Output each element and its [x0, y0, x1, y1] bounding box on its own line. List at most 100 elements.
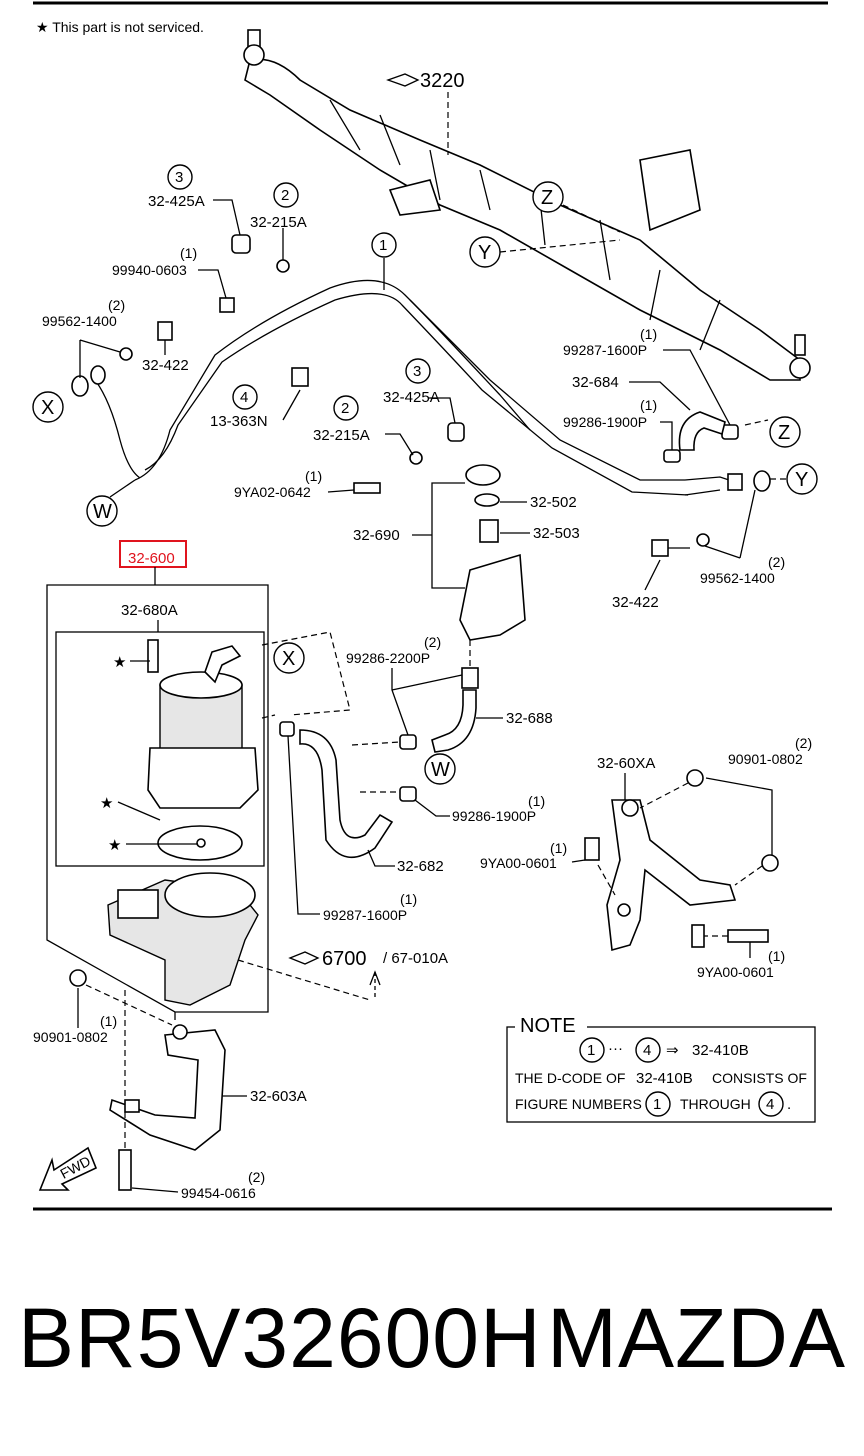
hose-32-684[interactable] — [678, 411, 726, 451]
svg-text:CONSISTS OF: CONSISTS OF — [712, 1070, 807, 1086]
callout-3220[interactable]: 3220 — [420, 70, 465, 92]
steering-gear-pointer-icon — [386, 73, 420, 87]
footer: BR5V32600H MAZDA — [0, 1290, 864, 1410]
label-32-690[interactable]: 32-690 — [353, 527, 400, 544]
callout-67-010A[interactable]: / 67-010A — [383, 950, 448, 967]
label-99287-1600P-a[interactable]: 99287-1600P — [563, 342, 647, 358]
clamp-32-425A-b[interactable] — [447, 422, 465, 442]
callout-6700[interactable]: 6700 — [322, 948, 367, 970]
highlight-box-32-600[interactable] — [119, 540, 187, 568]
circle-z-a — [532, 181, 564, 213]
nut-90901-0802-b[interactable] — [69, 969, 87, 987]
svg-text:(1): (1) — [305, 468, 322, 484]
label-32-600[interactable]: 32-600 — [128, 550, 175, 567]
svg-text:THROUGH: THROUGH — [680, 1096, 751, 1112]
pressure-hose-assembly[interactable] — [94, 279, 689, 496]
motor-subassembly-frame — [55, 631, 265, 867]
clamp-99286-1900P-b[interactable] — [399, 786, 417, 802]
reservoir-32-690[interactable] — [459, 553, 526, 641]
label-32-215A-b[interactable]: 32-215A — [313, 427, 370, 444]
bracket-32-603A[interactable] — [109, 1024, 226, 1151]
label-99562-1400-a[interactable]: 99562-1400 — [42, 313, 117, 329]
label-32-680A[interactable]: 32-680A — [121, 602, 178, 619]
nut-90901-0802-a[interactable] — [686, 769, 704, 787]
clamp-32-425A-a[interactable] — [231, 234, 251, 254]
label-99454-0616[interactable]: 99454-0616 — [181, 1185, 256, 1201]
label-13-363N[interactable]: 13-363N — [210, 413, 268, 430]
label-99286-2200P[interactable]: 99286-2200P — [346, 650, 430, 666]
seal-32-503[interactable] — [474, 493, 500, 507]
svg-text:32-410B: 32-410B — [636, 1070, 693, 1087]
label-32-425A-a[interactable]: 32-425A — [148, 193, 205, 210]
filter-32-503[interactable] — [479, 519, 499, 543]
label-32-688[interactable]: 32-688 — [506, 710, 553, 727]
bolt-32-215A-a[interactable] — [276, 259, 290, 273]
motor-32-680A[interactable] — [147, 639, 259, 809]
label-32-502[interactable]: 32-502 — [530, 494, 577, 511]
label-32-682[interactable]: 32-682 — [397, 858, 444, 875]
nut-99940-0603[interactable] — [219, 297, 235, 313]
label-32-503[interactable]: 32-503 — [533, 525, 580, 542]
pump-control-unit[interactable] — [107, 872, 259, 1006]
label-99286-1900P-b[interactable]: 99286-1900P — [452, 808, 536, 824]
svg-text:W: W — [93, 501, 112, 523]
star-3: ★ — [108, 837, 121, 854]
label-32-215A-a[interactable]: 32-215A — [250, 214, 307, 231]
label-32-603A[interactable]: 32-603A — [250, 1088, 307, 1105]
svg-text:FIGURE NUMBERS: FIGURE NUMBERS — [515, 1096, 642, 1112]
label-99940-0603[interactable]: 99940-0603 — [112, 262, 187, 278]
bolt-99454-0616[interactable] — [118, 1149, 132, 1191]
svg-text:···: ··· — [608, 1040, 623, 1057]
label-32-60XA[interactable]: 32-60XA — [597, 755, 655, 772]
svg-text:(2): (2) — [795, 735, 812, 751]
svg-text:(1): (1) — [550, 840, 567, 856]
label-90901-0802-b[interactable]: 90901-0802 — [33, 1029, 108, 1045]
label-32-422-a[interactable]: 32-422 — [142, 357, 189, 374]
circle-y-b — [786, 463, 818, 495]
washer-99562-1400-a[interactable] — [119, 347, 133, 361]
svg-text:(2): (2) — [108, 297, 125, 313]
bolt-9YA00-0601-b[interactable] — [727, 929, 769, 943]
not-serviced-note: ★ This part is not serviced. — [36, 19, 204, 35]
label-90901-0802-a[interactable]: 90901-0802 — [728, 751, 803, 767]
washer-99562-1400-b[interactable] — [696, 533, 710, 547]
label-9YA02-0642[interactable]: 9YA02-0642 — [234, 484, 311, 500]
label-9YA00-0601-b[interactable]: 9YA00-0601 — [697, 964, 774, 980]
label-32-425A-b[interactable]: 32-425A — [383, 389, 440, 406]
label-99286-1900P-a[interactable]: 99286-1900P — [563, 414, 647, 430]
hose-32-688[interactable] — [431, 689, 477, 753]
label-32-422-b[interactable]: 32-422 — [612, 594, 659, 611]
brand-name: MAZDA — [547, 1291, 846, 1385]
svg-text:.: . — [787, 1096, 791, 1113]
circle-1-a — [371, 232, 397, 258]
label-99562-1400-b[interactable]: 99562-1400 — [700, 570, 775, 586]
label-9YA00-0601-a[interactable]: 9YA00-0601 — [480, 855, 557, 871]
wiring-pointer-icon — [288, 951, 320, 965]
svg-text:X: X — [41, 397, 54, 419]
steering-gear-assembly[interactable] — [243, 29, 811, 381]
nut-90901-0802-a2[interactable] — [761, 854, 779, 872]
svg-text:1: 1 — [587, 1042, 595, 1059]
bolt-9YA00-0601-a[interactable] — [584, 837, 600, 861]
clamp-13-363N[interactable] — [291, 367, 309, 387]
star-2: ★ — [100, 795, 113, 812]
svg-text:Y: Y — [478, 242, 491, 264]
reservoir-cap-32-502[interactable] — [465, 464, 501, 486]
hose-32-682[interactable] — [299, 729, 394, 859]
svg-text:3: 3 — [413, 363, 421, 380]
clamp-99286-2200P[interactable] — [399, 734, 417, 750]
clamp-99287-1600P-b[interactable] — [279, 721, 295, 737]
clamp-99286-1900P-a[interactable] — [663, 449, 681, 463]
label-99287-1600P-b[interactable]: 99287-1600P — [323, 907, 407, 923]
svg-text:(1): (1) — [400, 891, 417, 907]
bolt-32-422-b[interactable] — [651, 539, 669, 557]
bolt-32-422-a[interactable] — [157, 321, 173, 341]
label-32-684[interactable]: 32-684 — [572, 374, 619, 391]
svg-text:Z: Z — [541, 187, 553, 209]
fitting[interactable] — [461, 667, 479, 689]
circle-2-b — [333, 395, 359, 421]
svg-text:(1): (1) — [100, 1013, 117, 1029]
bolt-9YA02-0642[interactable] — [353, 482, 381, 494]
circle-3-b — [405, 358, 431, 384]
bracket-32-60XA[interactable] — [606, 799, 737, 952]
